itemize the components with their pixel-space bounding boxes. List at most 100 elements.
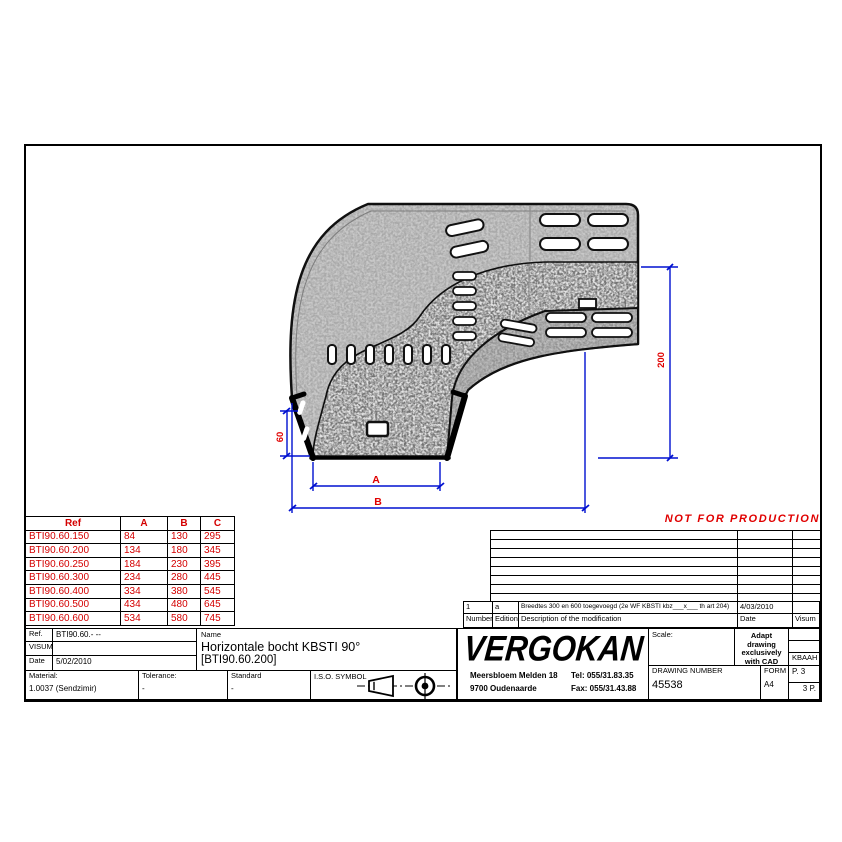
parts-table-header: Ref A B C bbox=[25, 516, 235, 531]
revision-visum-header: Visum bbox=[792, 613, 820, 628]
projection-symbol-icon bbox=[357, 673, 453, 699]
tolerance-label: Tolerance: bbox=[142, 671, 177, 680]
table-cell: 134 bbox=[120, 543, 168, 558]
not-for-production-stamp: NOT FOR PRODUCTION bbox=[664, 513, 820, 525]
col-b: B bbox=[167, 516, 201, 531]
table-cell: 184 bbox=[120, 556, 168, 572]
table-cell: 645 bbox=[200, 597, 235, 613]
standard-label: Standard bbox=[231, 671, 262, 680]
name-block: Name Horizontale bocht KBSTI 90° [BTI90.… bbox=[196, 628, 457, 671]
dimension-labels: 60 A B 200 bbox=[275, 352, 667, 508]
table-cell: BTI90.60.400 bbox=[25, 583, 121, 599]
dim-side-label: 200 bbox=[656, 352, 667, 368]
date-label: Date bbox=[25, 655, 53, 671]
table-cell: BTI90.60.300 bbox=[25, 570, 121, 585]
table-cell: 534 bbox=[120, 611, 168, 626]
code-cell: KBAAH bbox=[788, 652, 820, 666]
table-cell: 745 bbox=[200, 611, 235, 626]
end-floor-slot bbox=[365, 420, 390, 438]
table-cell: BTI90.60.600 bbox=[25, 611, 121, 626]
ref-label: Ref. bbox=[25, 628, 53, 642]
drawing-number-value: 45538 bbox=[652, 678, 683, 691]
standard-cell: Standard - bbox=[227, 670, 311, 700]
revision-number-header: Number bbox=[463, 613, 493, 628]
revision-edition-header: Edition bbox=[492, 613, 519, 628]
pages-cell: 3 P. bbox=[788, 682, 820, 700]
scale-cell: Scale: bbox=[648, 628, 735, 666]
revision-description-header: Description of the modification bbox=[518, 613, 738, 628]
col-ref: Ref bbox=[25, 516, 121, 531]
table-cell: BTI90.60.200 bbox=[25, 543, 121, 558]
form-label: FORM bbox=[764, 666, 787, 675]
company-logo: VERGOKAN bbox=[462, 628, 646, 669]
table-cell: 345 bbox=[200, 543, 235, 558]
form-value: A4 bbox=[764, 679, 774, 689]
wall-fold-line bbox=[295, 210, 626, 397]
drawing-number-cell: DRAWING NUMBER 45538 bbox=[648, 665, 761, 700]
table-cell: 84 bbox=[120, 529, 168, 545]
far-flange-slots bbox=[445, 213, 629, 259]
company-address-1: Meersbloem Melden 18 bbox=[470, 671, 558, 680]
iso-symbol-cell: I.S.O. SYMBOL bbox=[310, 670, 457, 700]
bend-slot-column bbox=[452, 271, 477, 341]
dim-height-label: 60 bbox=[275, 432, 286, 443]
scale-label: Scale: bbox=[652, 630, 673, 639]
table-cell: 445 bbox=[200, 570, 235, 585]
cad-note-cell: Adapt drawing exclusively with CAD bbox=[734, 628, 789, 666]
part-name: Horizontale bocht KBSTI 90° bbox=[201, 639, 361, 654]
end-face bbox=[289, 389, 468, 461]
table-cell: 380 bbox=[167, 583, 201, 599]
table-cell: 545 bbox=[200, 583, 235, 599]
page-cell: P. 3 bbox=[788, 665, 820, 683]
dim-b-label: B bbox=[374, 496, 382, 508]
company-tel: Tel: 055/31.83.35 bbox=[571, 671, 634, 680]
form-cell: FORM A4 bbox=[760, 665, 789, 700]
table-cell: 280 bbox=[167, 570, 201, 585]
table-cell: 480 bbox=[167, 597, 201, 613]
material-cell: Material: 1.0037 (Sendzimir) bbox=[25, 670, 139, 700]
col-c: C bbox=[200, 516, 235, 531]
col-a: A bbox=[120, 516, 168, 531]
company-block: VERGOKAN Meersbloem Melden 18 9700 Ouden… bbox=[457, 628, 649, 700]
sheet-border bbox=[24, 144, 822, 702]
side-wall-slots bbox=[297, 400, 310, 441]
material-label: Material: bbox=[29, 671, 58, 680]
tray-body bbox=[289, 202, 640, 460]
drawing-number-label: DRAWING NUMBER bbox=[652, 666, 723, 675]
material-value: 1.0037 (Sendzimir) bbox=[29, 683, 97, 693]
name-label: Name bbox=[201, 630, 222, 639]
table-cell: 180 bbox=[167, 543, 201, 558]
tolerance-value: - bbox=[142, 683, 145, 693]
part-reference: [BTI90.60.200] bbox=[201, 654, 277, 666]
dimension-lines bbox=[280, 263, 678, 513]
revision-divider bbox=[792, 530, 793, 602]
company-address-2: 9700 Oudenaarde bbox=[470, 684, 537, 693]
revision-empty-rows bbox=[490, 530, 821, 602]
floor-slot-row bbox=[327, 344, 451, 365]
isometric-view: 60 A B 200 bbox=[275, 202, 678, 513]
revision-divider bbox=[737, 530, 738, 602]
table-cell: 580 bbox=[167, 611, 201, 626]
near-flange-slots bbox=[497, 298, 633, 348]
standard-value: - bbox=[231, 683, 234, 693]
coupling-tab bbox=[578, 298, 597, 309]
dim-a-label: A bbox=[372, 474, 380, 486]
visum-label: VISUM bbox=[25, 641, 53, 656]
table-cell: 230 bbox=[167, 556, 201, 572]
table-cell: 130 bbox=[167, 529, 201, 545]
tolerance-cell: Tolerance: - bbox=[138, 670, 228, 700]
seam-lines bbox=[528, 206, 531, 307]
table-cell: 434 bbox=[120, 597, 168, 613]
company-fax: Fax: 055/31.43.88 bbox=[571, 684, 637, 693]
table-cell: BTI90.60.500 bbox=[25, 597, 121, 613]
table-cell: BTI90.60.150 bbox=[25, 529, 121, 545]
ref-value: BTI90.60.- -- bbox=[52, 628, 197, 642]
table-cell: 234 bbox=[120, 570, 168, 585]
iso-symbol-label: I.S.O. SYMBOL bbox=[314, 672, 367, 681]
